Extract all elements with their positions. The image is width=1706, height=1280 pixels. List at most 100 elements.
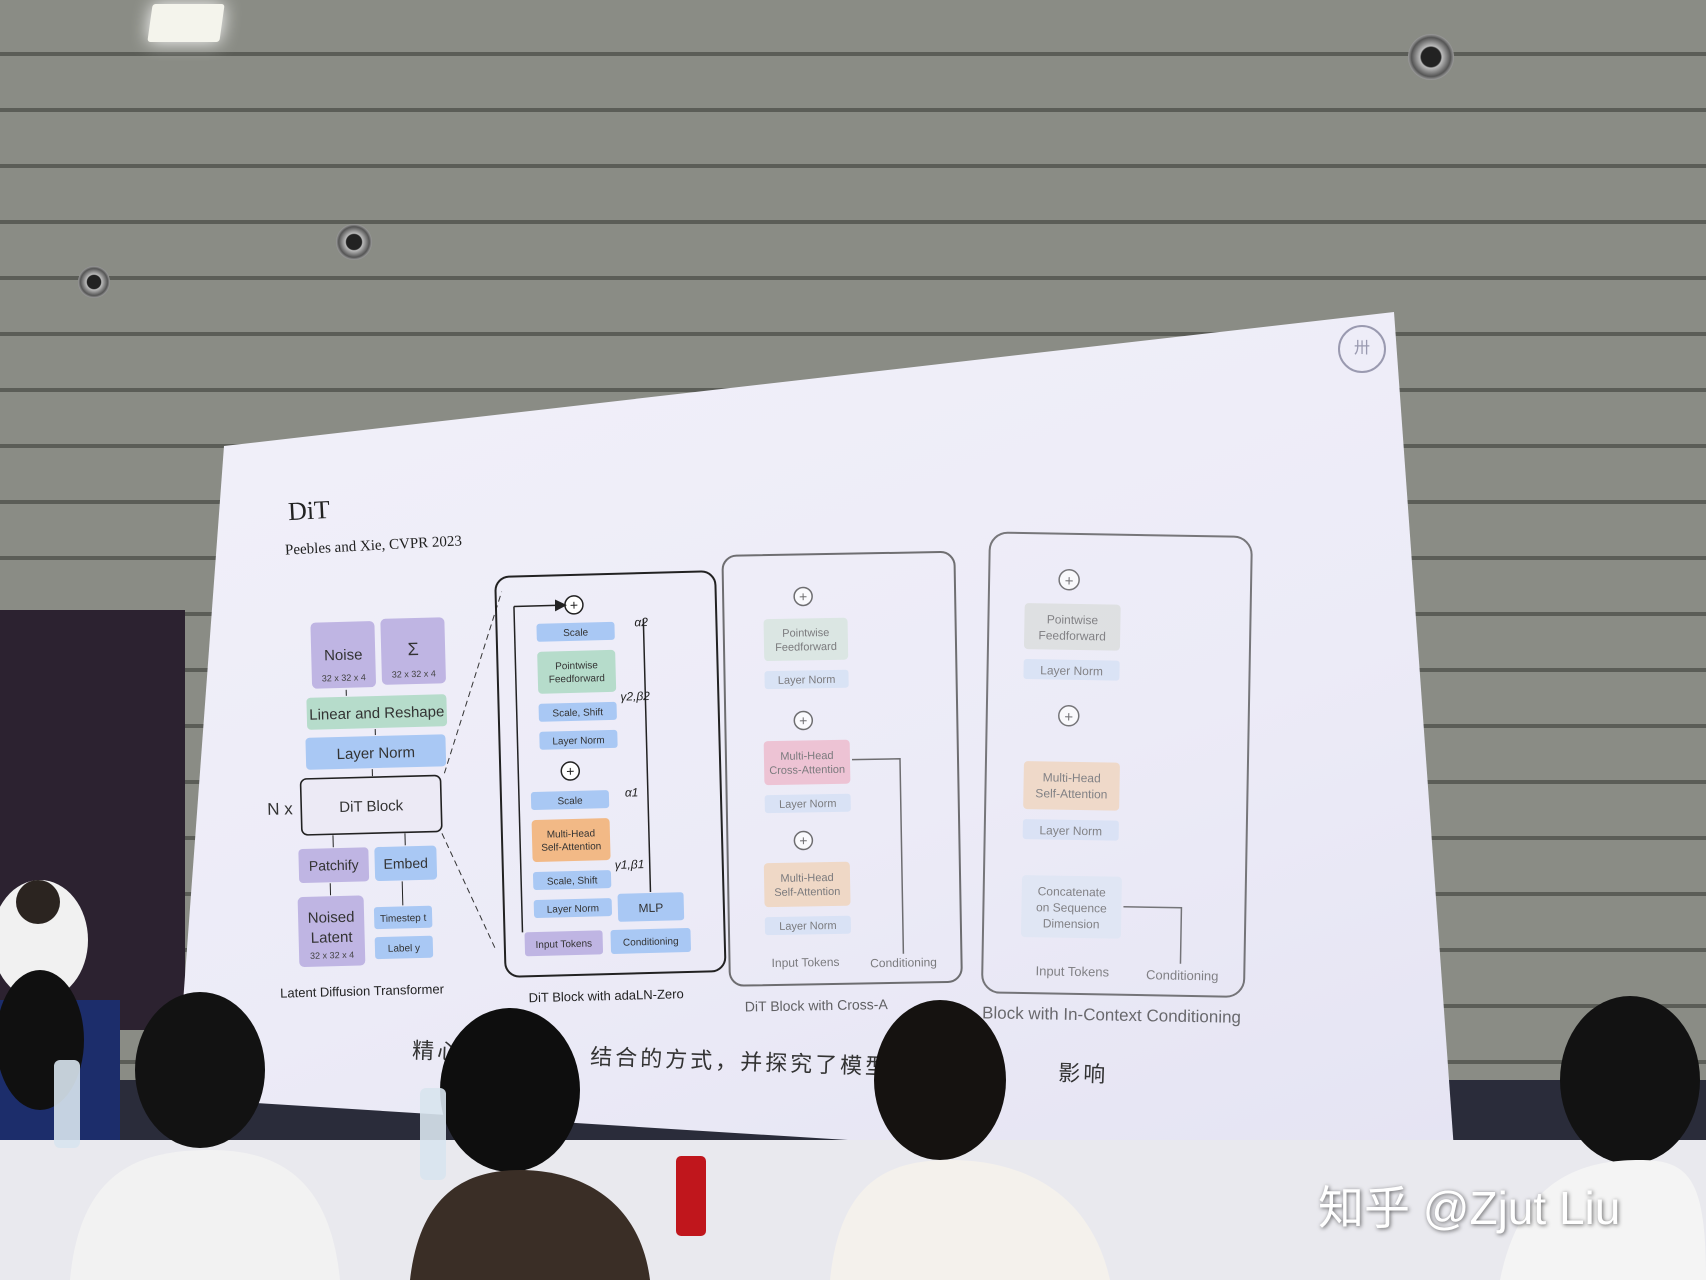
mlp-label: MLP — [638, 901, 663, 916]
pointwise-label-1: Pointwise — [555, 660, 599, 672]
adaln-zero-diagram: + Scale α2 Pointwise Feedforward Scale, … — [494, 570, 727, 1005]
n-x-label: N x — [267, 799, 293, 819]
audience-body — [410, 1170, 650, 1280]
layer-norm-bottom-box — [533, 898, 613, 918]
zoom-dash-bottom — [441, 833, 496, 949]
wall-speaker — [336, 224, 372, 260]
wall-speaker — [78, 266, 110, 298]
dit-block-box — [299, 774, 443, 836]
layer-norm-box — [305, 734, 447, 770]
label-y-label: Label y — [388, 943, 421, 955]
pointwise-label-1: Pointwise — [782, 627, 829, 640]
cross-frame — [721, 551, 963, 987]
embed-label: Embed — [383, 855, 428, 872]
noised-label: Noised — [308, 909, 355, 927]
plus-icon — [1058, 705, 1080, 727]
layer-norm-mid-label: Layer Norm — [779, 798, 837, 811]
noise-dim: 32 x 32 x 4 — [322, 672, 366, 683]
mhsa-label-2: Self-Attention — [541, 841, 601, 854]
mhsa-label-2: Self-Attention — [774, 886, 840, 899]
svg-text:+: + — [799, 832, 807, 848]
pointwise-box — [1023, 603, 1121, 651]
mhsa-box — [1023, 761, 1120, 811]
plus-icon — [793, 586, 813, 607]
conditioning-label: Conditioning — [623, 936, 679, 948]
latent-diffusion-transformer-diagram: Noise 32 x 32 x 4 Σ 32 x 32 x 4 Linear a… — [267, 591, 503, 1001]
input-tokens-label: Input Tokens — [1035, 963, 1109, 979]
alpha1-label: α1 — [625, 785, 639, 799]
mhsa-box — [531, 818, 611, 862]
layer-norm-top-box — [1023, 659, 1120, 681]
patchify-label: Patchify — [309, 857, 359, 874]
alpha2-label: α2 — [634, 615, 648, 629]
sigma-label: Σ — [407, 639, 419, 659]
in-context-frame — [981, 531, 1253, 998]
audience-body — [1500, 1160, 1706, 1280]
audience-body — [70, 1150, 340, 1280]
mhsa-label-1: Multi-Head — [1043, 770, 1101, 785]
water-bottle — [420, 1088, 446, 1180]
scale-shift-top-box — [538, 701, 617, 722]
layer-norm-top-box — [539, 729, 618, 750]
cross-caption: DiT Block with Cross-A — [745, 996, 889, 1015]
timestep-label: Timestep t — [380, 913, 427, 925]
layer-norm-top-label: Layer Norm — [1040, 663, 1103, 678]
mhsa-box — [763, 861, 851, 908]
plus-icon — [1058, 569, 1080, 591]
layer-norm-bottom-box — [764, 915, 851, 936]
watermark: 知乎 @Zjut Liu — [1318, 1182, 1621, 1234]
plus-icon — [793, 710, 814, 731]
noised-dim: 32 x 32 x 4 — [310, 950, 354, 961]
plus-icon — [560, 761, 581, 781]
input-tokens-label: Input Tokens — [771, 955, 839, 970]
layer-norm-bottom-box — [1022, 819, 1119, 841]
scale-mid-box — [530, 790, 610, 811]
svg-text:+: + — [566, 763, 575, 779]
layer-norm-bottom-label: Layer Norm — [547, 903, 600, 915]
embed-box — [374, 845, 438, 882]
concat-label-3: Dimension — [1043, 916, 1100, 931]
conditioning-label: Conditioning — [870, 955, 937, 970]
mhsa-label-2: Self-Attention — [1035, 786, 1107, 801]
university-logo: 卅 — [1338, 325, 1386, 373]
cross-attention-diagram: + Pointwise Feedforward Layer Norm + Mul… — [721, 551, 963, 1015]
noised-latent-box — [297, 895, 366, 968]
sigma-box — [380, 617, 446, 685]
concat-label-2: on Sequence — [1036, 900, 1107, 915]
dit-block-label: DiT Block — [339, 797, 404, 816]
label-box — [374, 935, 434, 960]
scale-top-box — [536, 621, 615, 642]
scale-shift-top-label: Scale, Shift — [552, 707, 603, 719]
input-tokens-label: Input Tokens — [535, 939, 592, 951]
scale-mid-label: Scale — [557, 796, 583, 808]
adaln-caption: DiT Block with adaLN-Zero — [528, 986, 683, 1005]
input-tokens-box — [524, 930, 604, 957]
wall-speaker — [1408, 34, 1454, 80]
timestep-box — [373, 905, 433, 930]
noise-box — [310, 621, 376, 689]
svg-text:+: + — [1065, 573, 1074, 590]
water-bottle — [54, 1060, 80, 1148]
conditioning-box — [610, 928, 691, 954]
mlp-box — [617, 892, 685, 922]
svg-text:+: + — [799, 588, 807, 604]
pointwise-box — [763, 617, 849, 662]
plus-icon — [793, 830, 814, 851]
audience-head — [1560, 996, 1700, 1164]
svg-text:+: + — [570, 597, 579, 613]
in-context-diagram: + Pointwise Feedforward Layer Norm + Mul… — [981, 531, 1253, 1027]
mhsa-label-1: Multi-Head — [547, 828, 596, 840]
sigma-dim: 32 x 32 x 4 — [392, 668, 436, 679]
mhca-label-1: Multi-Head — [780, 750, 833, 763]
layer-norm-bottom-label: Layer Norm — [1039, 823, 1102, 838]
gamma2-beta2-label: γ2,β2 — [620, 689, 650, 704]
audience-head — [874, 1000, 1006, 1160]
pointwise-box — [537, 649, 617, 694]
speaker-head — [16, 880, 60, 924]
layer-norm-mid-box — [764, 793, 851, 814]
scale-shift-bottom-box — [532, 870, 612, 890]
pointwise-label-2: Feedforward — [549, 673, 605, 685]
mhca-box — [763, 739, 851, 786]
